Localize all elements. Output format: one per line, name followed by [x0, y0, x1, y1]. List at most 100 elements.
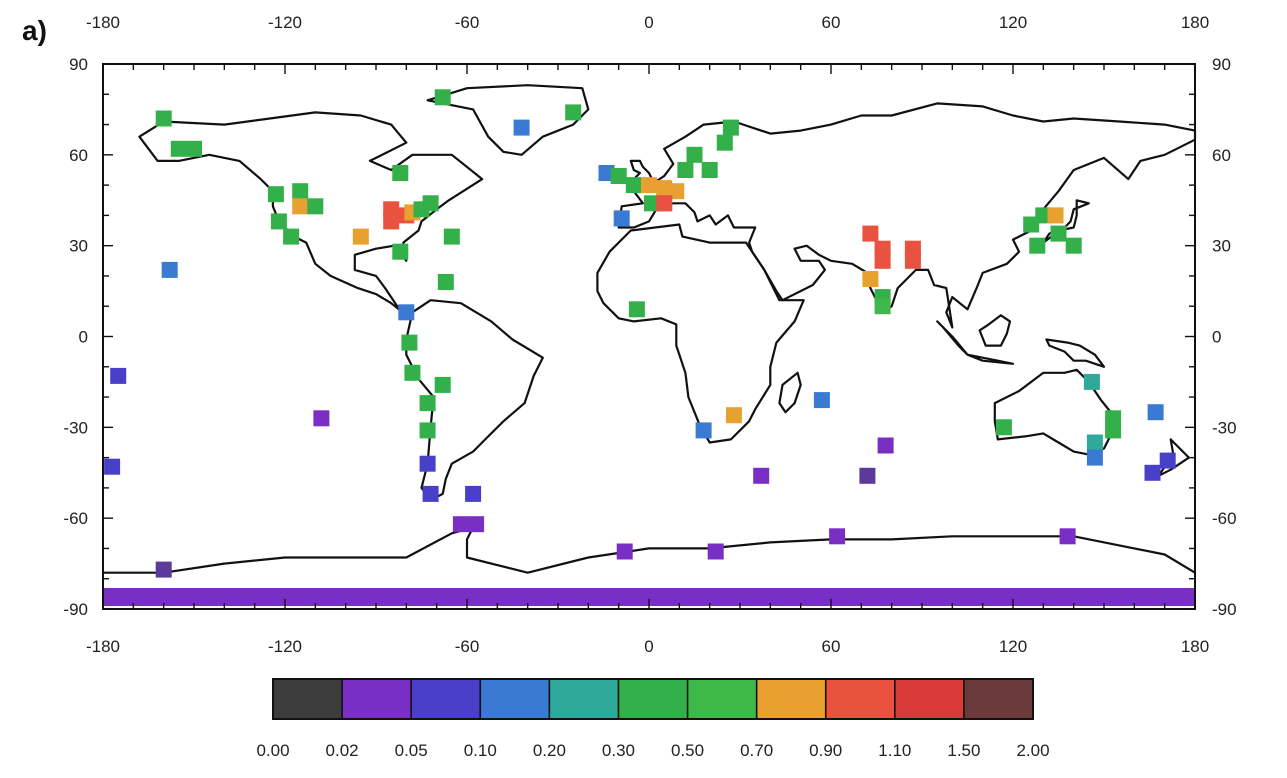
station-marker [401, 334, 418, 351]
map-frame [103, 64, 1195, 609]
station-marker [104, 458, 121, 475]
station-marker [722, 119, 739, 136]
colorbar-label: 0.90 [809, 741, 842, 760]
colorbar-segment [963, 679, 1033, 719]
station-marker [468, 516, 485, 533]
colorbar-segment [480, 679, 550, 719]
station-marker [874, 298, 891, 315]
station-marker [443, 228, 460, 245]
station-marker [862, 271, 879, 287]
station-marker [565, 104, 582, 121]
colorbar-label: 0.70 [740, 741, 773, 760]
colorbar-segment [756, 679, 826, 719]
station-marker [610, 168, 627, 184]
right-lat-label: 0 [1212, 328, 1221, 347]
top-lon-label: -120 [268, 13, 302, 32]
station-marker [419, 422, 436, 439]
panel-label: a) [22, 15, 47, 46]
station-marker [283, 228, 300, 245]
station-marker [392, 165, 409, 181]
bottom-lon-label: -60 [455, 637, 480, 656]
left-lat-label: -60 [63, 509, 88, 528]
bottom-lon-label: 60 [822, 637, 841, 656]
station-marker [313, 410, 330, 427]
station-marker [707, 543, 724, 560]
station-marker [668, 183, 685, 200]
coastline-greenland [426, 84, 590, 156]
colorbar-label: 2.00 [1016, 741, 1049, 760]
station-marker [725, 407, 742, 424]
right-lat-label: -60 [1212, 509, 1237, 528]
station-marker [1086, 449, 1103, 466]
station-marker [307, 198, 324, 215]
station-marker [874, 252, 891, 269]
station-marker [644, 195, 660, 212]
top-lon-label: 60 [822, 13, 841, 32]
station-marker [513, 119, 530, 136]
station-marker [110, 367, 127, 384]
left-lat-label: 60 [69, 146, 88, 165]
station-marker [1023, 216, 1040, 233]
station-marker [598, 165, 615, 181]
antarctic-band [103, 588, 1195, 606]
station-marker [383, 213, 400, 230]
station-marker [383, 201, 400, 218]
station-marker [419, 395, 436, 412]
station-marker [1105, 410, 1122, 427]
station-marker [155, 561, 172, 578]
colorbar-segment [411, 679, 481, 719]
colorbar-segment [342, 679, 412, 719]
bottom-lon-label: 180 [1181, 637, 1209, 656]
colorbar-segment [618, 679, 688, 719]
station-marker [1047, 207, 1064, 224]
station-marker [677, 162, 694, 178]
station-marker [701, 162, 718, 178]
station-marker [422, 485, 439, 502]
top-lon-label: -60 [455, 13, 480, 32]
coastline-indonesia [936, 320, 1015, 365]
axis-ticks [102, 63, 1196, 610]
station-marker [1035, 207, 1052, 224]
bottom-lon-label: -120 [268, 637, 302, 656]
station-marker [1029, 237, 1046, 254]
colorbar-segment [894, 679, 964, 719]
station-marker [716, 134, 733, 151]
coastline-madagascar [778, 371, 802, 414]
station-marker [437, 274, 454, 290]
colorbar-label: 0.02 [326, 741, 359, 760]
station-marker [753, 467, 770, 484]
top-lon-label: 0 [644, 13, 653, 32]
station-marker [616, 543, 633, 560]
station-marker [995, 419, 1012, 436]
colorbar-label: 1.10 [878, 741, 911, 760]
station-marker [686, 146, 703, 163]
bottom-lon-label: 0 [644, 637, 653, 656]
station-marker [628, 301, 645, 318]
colorbar-label: 0.50 [671, 741, 704, 760]
station-marker [904, 240, 921, 257]
station-marker [1105, 422, 1122, 439]
station-marker [1083, 373, 1100, 390]
station-marker [859, 467, 876, 484]
colorbar-label: 0.20 [533, 741, 566, 760]
right-lat-label: 30 [1212, 237, 1231, 256]
bottom-lon-label: 120 [999, 637, 1027, 656]
station-marker [829, 528, 846, 545]
station-marker [656, 195, 673, 212]
station-marker [352, 228, 369, 245]
station-markers [104, 89, 1176, 578]
station-marker [874, 240, 891, 257]
station-marker [452, 516, 469, 533]
colorbar-segment [825, 679, 895, 719]
station-marker [641, 177, 657, 194]
colorbar-segment [687, 679, 757, 719]
left-lat-label: 90 [69, 55, 88, 74]
station-marker [465, 485, 482, 502]
station-marker [695, 422, 712, 439]
